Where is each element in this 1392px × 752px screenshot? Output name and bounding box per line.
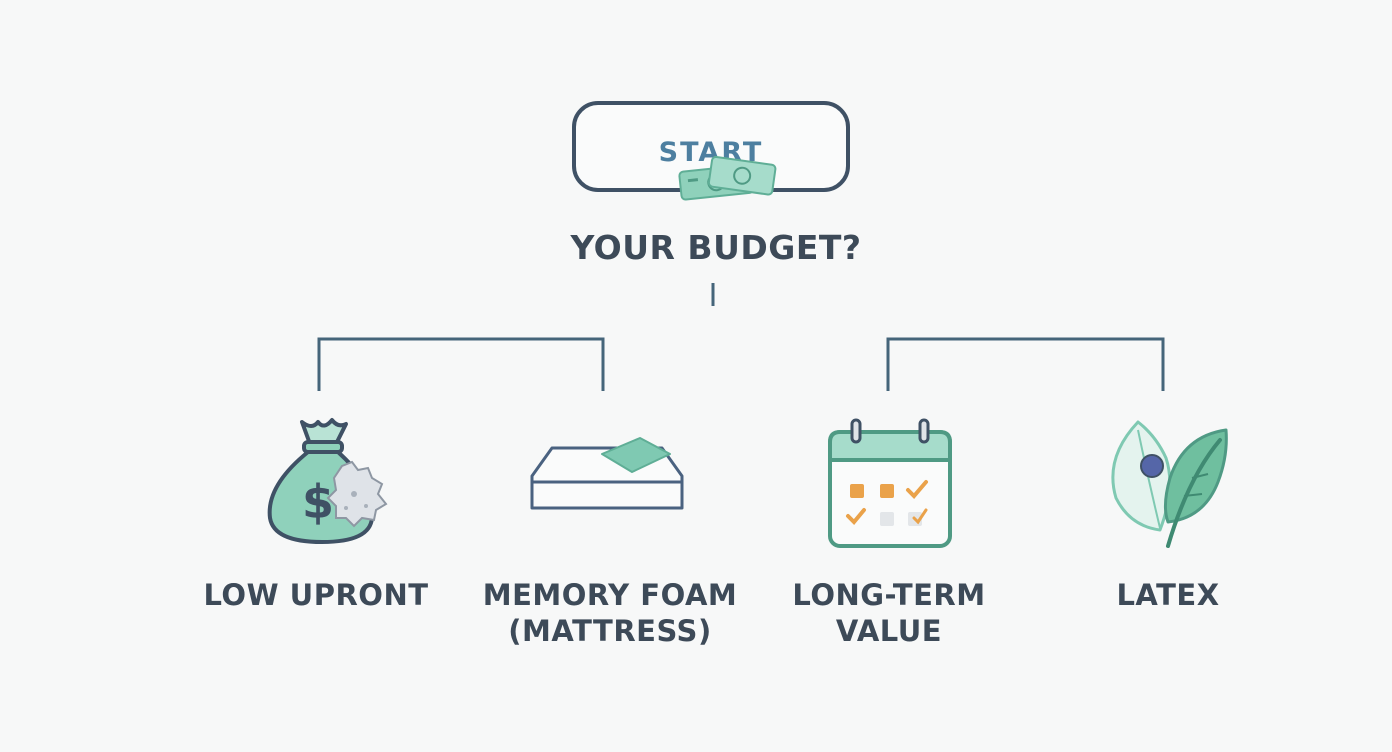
option-latex-label: LATEX: [1018, 577, 1318, 613]
option-long-term-value-label: LONG-TERM VALUE: [739, 577, 1039, 649]
right-branch-connector: [886, 337, 1165, 391]
option-memory-foam-label: MEMORY FOAM (MATTRESS): [460, 577, 760, 649]
option-label-line: (MATTRESS): [508, 614, 712, 648]
option-low-upfront-label: LOW UPRONT: [166, 577, 466, 613]
option-label-line: LONG-TERM: [792, 578, 986, 612]
option-label-line: LOW UPRONT: [203, 578, 429, 612]
option-label-line: LATEX: [1116, 578, 1220, 612]
leaf-icon: [1111, 420, 1228, 548]
cash-icon: [678, 155, 777, 201]
svg-text:$: $: [302, 475, 334, 529]
left-branch-connector: [317, 337, 605, 391]
calendar-icon: [828, 418, 952, 548]
start-node: START: [572, 101, 850, 201]
option-label-line: MEMORY FOAM: [482, 578, 738, 612]
option-label-line: VALUE: [835, 614, 943, 648]
mattress-icon: [530, 437, 684, 510]
money-bag-icon: $: [267, 418, 388, 544]
budget-question: YOUR BUDGET?: [570, 228, 862, 267]
